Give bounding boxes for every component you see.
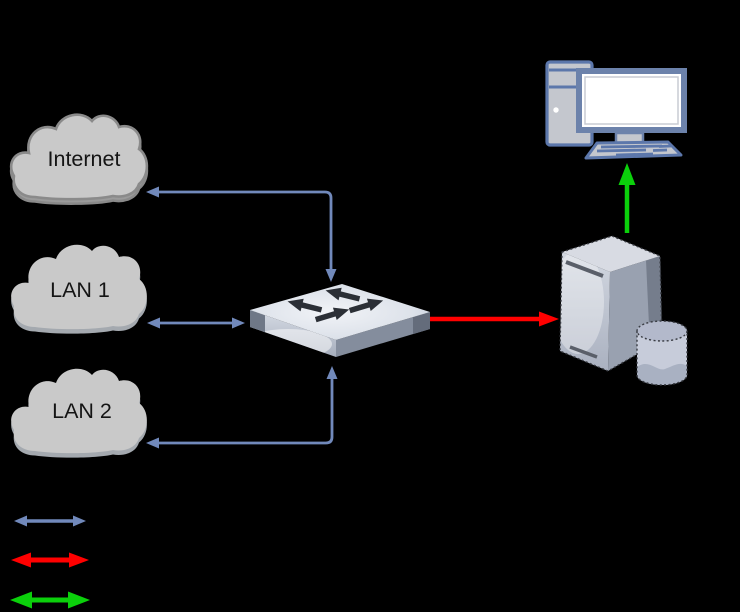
cloud-internet-label: Internet xyxy=(48,147,121,171)
link-lan2-switch xyxy=(146,366,338,449)
monitor-icon xyxy=(576,68,687,146)
cloud-lan2: LAN 2 xyxy=(11,368,147,458)
database-icon xyxy=(636,320,688,386)
workstation-icon xyxy=(545,60,687,160)
cloud-lan1: LAN 1 xyxy=(11,244,147,334)
cloud-lan2-label: LAN 2 xyxy=(52,399,112,423)
cloud-lan1-label: LAN 1 xyxy=(50,278,110,302)
cloud-internet: Internet xyxy=(9,113,149,205)
link-internet-switch xyxy=(146,186,337,282)
keyboard-icon xyxy=(584,140,683,160)
links xyxy=(146,163,636,449)
workstation-node xyxy=(545,60,687,160)
server-node xyxy=(559,235,688,386)
legend xyxy=(10,515,90,609)
